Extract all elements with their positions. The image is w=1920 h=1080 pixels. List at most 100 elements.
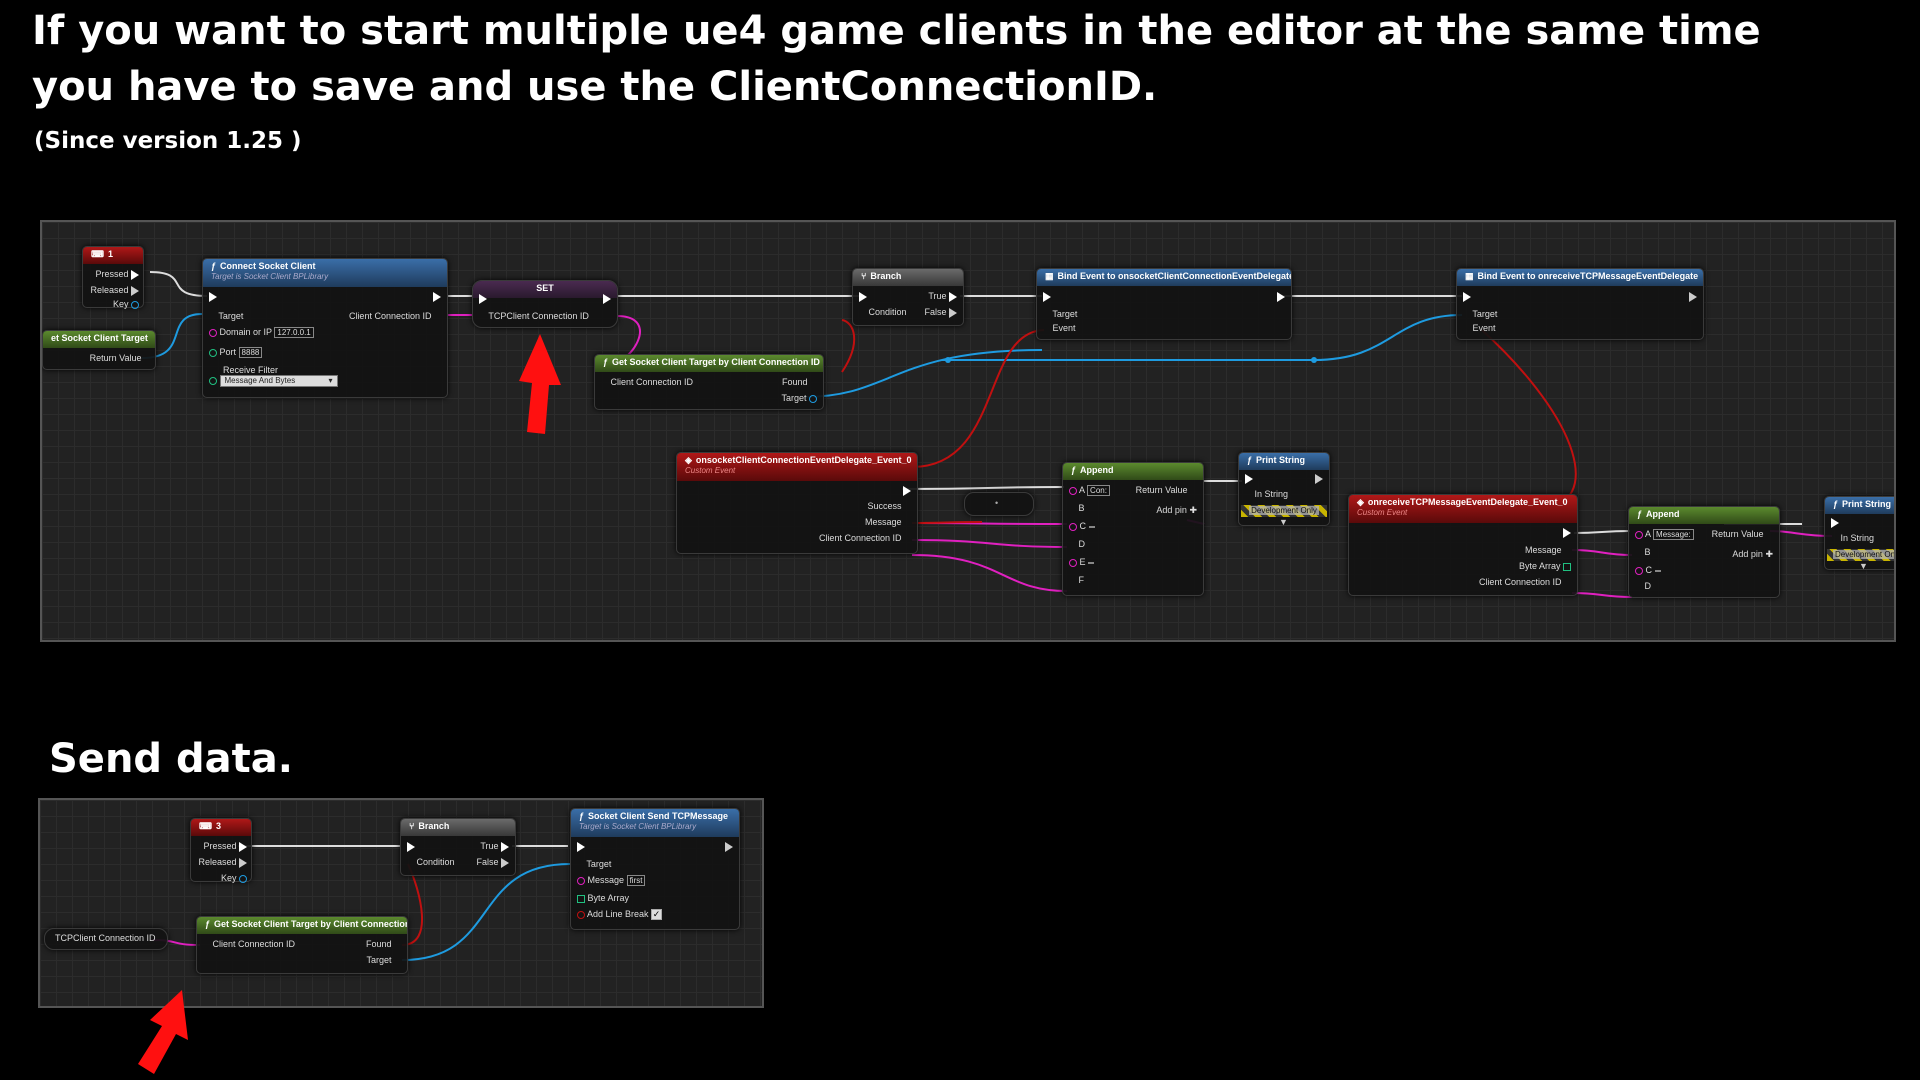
get-by-id-in-pin[interactable]: Client Connection ID [610,377,694,387]
branch-node[interactable]: ⑂Branch Condition True False [852,268,964,326]
bind1-exec-in[interactable] [1043,291,1051,302]
connect-id-out-pin[interactable]: Client Connection ID [348,311,432,321]
return-value-pin[interactable]: Return Value [89,353,142,363]
append2-c-pin[interactable]: C [1635,565,1661,576]
expand-arrow-icon[interactable]: ▼ [1859,561,1868,571]
success-pin[interactable]: Success [867,501,902,511]
append1-f-pin[interactable]: F [1078,575,1085,585]
connection-custom-event-node[interactable]: ◈onsocketClientConnectionEventDelegate_E… [676,452,918,554]
branch-exec-in[interactable] [859,291,867,302]
convert-in-pin[interactable] [971,499,978,510]
key-3-event-node[interactable]: ⌨3 Pressed Released Key [190,818,252,884]
false-pin[interactable]: False [924,307,957,318]
send-exec-in[interactable] [577,841,585,852]
bind2-event-pin[interactable]: Event [1472,323,1496,333]
key-pin[interactable]: Key [113,299,139,310]
set-variable-node[interactable]: SET TCPClient Connection ID [472,280,618,328]
append1-e-pin[interactable]: E [1069,557,1095,568]
send-message-pin[interactable]: Message first [577,875,646,887]
append1-b-pin[interactable]: B [1078,503,1085,513]
event1-exec-out[interactable] [903,485,911,496]
append2-c-field[interactable] [1654,569,1661,572]
print2-in-string-pin[interactable]: In String [1840,533,1875,543]
pressed-pin[interactable]: Pressed [203,841,247,852]
bind1-exec-out[interactable] [1277,291,1285,302]
print1-in-string-pin[interactable]: In String [1254,489,1289,499]
send-message-field[interactable]: first [626,875,646,887]
append1-a-pin[interactable]: A Con: [1069,485,1110,497]
bind1-event-pin[interactable]: Event [1052,323,1076,333]
append2-d-pin[interactable]: D [1644,581,1652,591]
connect-port-pin[interactable]: Port 8888 [209,347,263,359]
append1-a-field[interactable]: Con: [1087,485,1110,497]
connect-domain-pin[interactable]: Domain or IP 127.0.0.1 [209,327,314,339]
print2-exec-in[interactable] [1831,517,1839,528]
send-get-by-id-in-pin[interactable]: Client Connection ID [212,939,296,949]
bind1-target-pin[interactable]: Target [1052,309,1078,319]
set-out-pin[interactable] [604,311,611,322]
connect-exec-in[interactable] [209,291,217,302]
released-pin[interactable]: Released [198,857,247,868]
receive-filter-pin[interactable]: Message And Bytes ▾ [209,375,338,387]
key-pin[interactable]: Key [221,873,247,884]
append2-return-pin[interactable]: Return Value [1711,529,1764,539]
get-socket-client-target-node[interactable]: et Socket Client Target Return Value [42,330,156,370]
append2-a-field[interactable]: Message: [1653,529,1694,541]
receive-filter-select[interactable]: Message And Bytes ▾ [219,375,338,387]
send-target-out-pin[interactable]: Target [366,955,392,965]
condition-pin[interactable]: Condition [868,307,907,317]
append2-b-pin[interactable]: B [1644,547,1651,557]
add-line-break-pin[interactable]: Add Line Break ✓ [577,909,663,921]
pressed-pin[interactable]: Pressed [95,269,139,280]
send-true-pin[interactable]: True [480,841,509,852]
set-connection-id-pin[interactable]: TCPClient Connection ID [488,311,589,321]
send-condition-pin[interactable]: Condition [416,857,455,867]
expand-arrow-icon[interactable]: ▼ [1279,517,1288,527]
variable-out-pin[interactable] [156,933,163,944]
append1-d-pin[interactable]: D [1078,539,1086,549]
message-custom-event-node[interactable]: ◈onreceiveTCPMessageEventDelegate_Event_… [1348,494,1578,596]
connection-id-variable-node[interactable]: TCPClient Connection ID [44,928,168,950]
send-false-pin[interactable]: False [476,857,509,868]
event2-message-pin[interactable]: Message [1524,545,1562,555]
get-by-id-target-pin[interactable]: Target [781,393,817,404]
blueprint-graph-send[interactable]: ⌨3 Pressed Released Key ⑂Branch Conditio… [38,798,764,1008]
bind2-exec-out[interactable] [1689,291,1697,302]
bind-event-message-node[interactable]: ▦Bind Event to onreceiveTCPMessageEventD… [1456,268,1704,340]
append1-c-field[interactable] [1088,525,1095,528]
append1-c-pin[interactable]: C [1069,521,1095,532]
released-pin[interactable]: Released [90,285,139,296]
event2-connection-id-pin[interactable]: Client Connection ID [1478,577,1562,587]
send-branch-node[interactable]: ⑂Branch Condition True False [400,818,516,876]
found-pin[interactable]: Found [781,377,808,387]
blueprint-graph-connect[interactable]: ⌨1 Pressed Released Key et Socket Client… [40,220,1896,642]
domain-field[interactable]: 127.0.0.1 [274,327,314,339]
print1-exec-out[interactable] [1315,473,1323,484]
set-exec-out[interactable] [603,293,611,304]
true-pin[interactable]: True [928,291,957,302]
set-exec-in[interactable] [479,293,487,304]
append2-a-pin[interactable]: A Message: [1635,529,1694,541]
port-field[interactable]: 8888 [238,347,263,359]
append1-add-pin-button[interactable]: Add pin ✚ [1156,505,1197,515]
print1-exec-in[interactable] [1245,473,1253,484]
send-byte-array-pin[interactable]: Byte Array [577,893,629,904]
bind-event-connection-node[interactable]: ▦Bind Event to onsocketClientConnectionE… [1036,268,1292,340]
event2-exec-out[interactable] [1563,527,1571,538]
add-line-break-checkbox[interactable]: ✓ [651,909,663,921]
send-found-pin[interactable]: Found [365,939,392,949]
connect-target-pin[interactable]: Target [218,311,244,321]
append1-e-field[interactable] [1088,561,1095,564]
bool-to-string-node[interactable]: • [964,492,1034,516]
send-target-pin[interactable]: Target [586,859,612,869]
connect-exec-out[interactable] [433,291,441,302]
send-exec-out[interactable] [725,841,733,852]
append1-return-pin[interactable]: Return Value [1135,485,1188,495]
